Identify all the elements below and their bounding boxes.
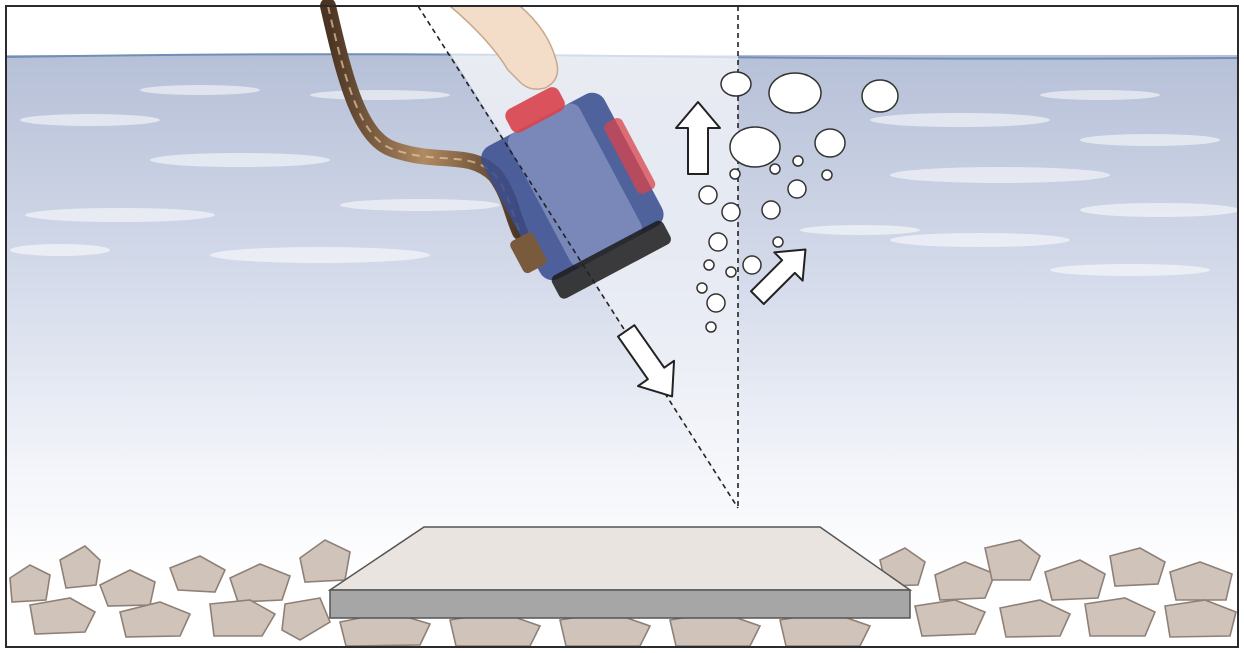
bubble [698, 185, 718, 205]
bubble [861, 79, 899, 113]
arrow-up-icon [675, 101, 721, 175]
rock [209, 599, 277, 637]
rock [1109, 547, 1166, 587]
bubble [706, 293, 726, 313]
concrete-slab-side [329, 589, 911, 619]
bubble [821, 169, 833, 181]
frame-border [5, 5, 1239, 648]
bubble [787, 179, 807, 199]
bubble [703, 259, 715, 271]
bubble [729, 168, 741, 180]
bubble [720, 71, 752, 97]
pump-base [551, 220, 671, 299]
rock [1164, 599, 1237, 638]
rock [119, 601, 192, 638]
rock [168, 555, 227, 593]
bubble [729, 126, 781, 168]
concrete-slab-top [327, 526, 913, 591]
rock [229, 563, 291, 603]
bubble [761, 200, 781, 220]
rock [299, 539, 351, 583]
air-bubbles [696, 71, 899, 333]
arrow-up-right-icon [750, 248, 807, 305]
pump-side-accent [604, 117, 656, 194]
pump [481, 87, 671, 299]
bubble [696, 282, 708, 294]
hand [447, 5, 559, 90]
rock [281, 597, 332, 641]
rock [999, 599, 1072, 638]
bubble [769, 163, 781, 175]
rock [29, 597, 97, 635]
bubble [708, 232, 728, 252]
rock [1044, 559, 1106, 601]
rock [934, 561, 997, 601]
rock [914, 599, 987, 637]
rock-bed [9, 539, 1237, 647]
rock [9, 564, 51, 603]
bubble [705, 321, 717, 333]
rock [1084, 597, 1157, 637]
pump-body-highlight [507, 103, 643, 267]
bubble [721, 202, 741, 222]
tilt-guide-line [417, 5, 739, 509]
bubble [814, 128, 846, 158]
bubble [725, 266, 737, 278]
pump-handle [505, 87, 565, 133]
rock [59, 545, 101, 589]
arrow-down-right-icon [617, 324, 676, 398]
bubble [742, 255, 762, 275]
bubble [792, 155, 804, 167]
pump-outlet [510, 232, 547, 274]
rock [984, 539, 1041, 581]
rock [98, 569, 156, 607]
rock [1169, 561, 1233, 601]
bubble [768, 72, 822, 114]
bubble [772, 236, 784, 248]
